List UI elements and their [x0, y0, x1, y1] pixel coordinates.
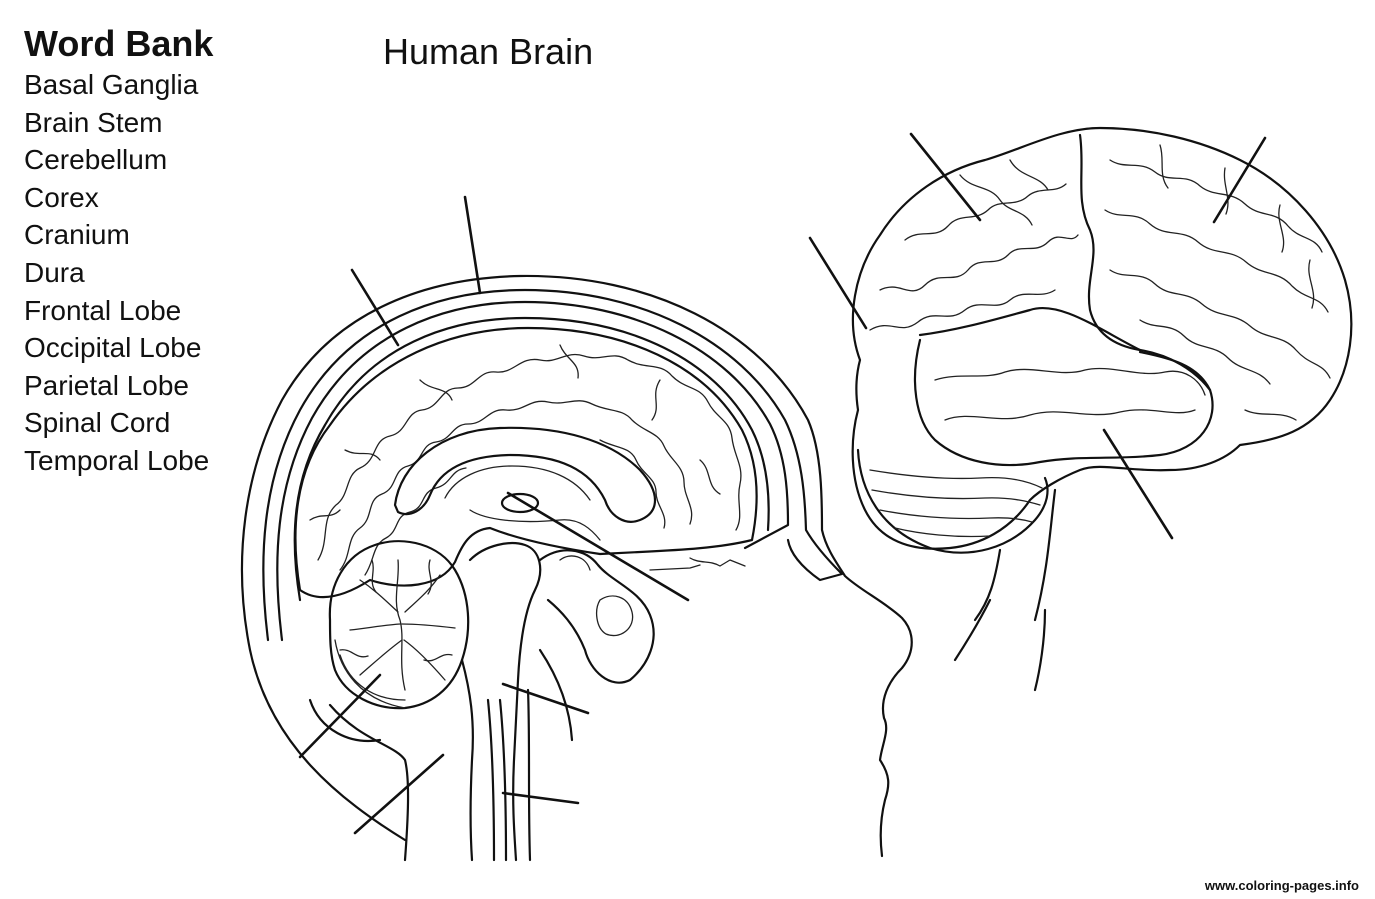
pointer-line: [463, 195, 482, 295]
pointer-line: [808, 236, 868, 330]
word-bank-item: Cranium: [24, 219, 130, 251]
word-bank-item: Occipital Lobe: [24, 332, 202, 364]
pointer-line: [501, 682, 590, 715]
basal-ganglia-region: [500, 492, 540, 514]
word-bank-item: Corex: [24, 181, 99, 213]
cranium-outer: [262, 288, 844, 642]
dura-line: [293, 316, 770, 602]
watermark: www.coloring-pages.info: [1204, 878, 1359, 893]
lateral-fissure: [918, 307, 1212, 392]
word-bank-title: Word Bank: [24, 23, 214, 64]
pointer-line: [1102, 428, 1174, 540]
word-bank-item: Temporal Lobe: [24, 444, 210, 476]
word-bank-item: Brain Stem: [24, 106, 163, 138]
cranium-inner: [276, 300, 790, 642]
head-outline: [240, 274, 913, 858]
pointer-line: [1212, 136, 1267, 224]
word-bank-item: Frontal Lobe: [24, 294, 182, 326]
word-bank-list: Basal Ganglia Brain Stem Cerebellum Core…: [24, 66, 213, 480]
pointer-line: [298, 673, 382, 759]
sagittal-head-section: [240, 274, 913, 862]
lateral-brain-stem: [973, 548, 1002, 622]
corpus-callosum: [393, 426, 656, 523]
word-bank-item: Basal Ganglia: [24, 69, 199, 100]
lateral-brain-outline: [851, 126, 1353, 550]
word-bank-item: Spinal Cord: [24, 407, 171, 439]
word-bank: Word Bank Basal Ganglia Brain Stem Cereb…: [24, 22, 213, 480]
cerebrum-outline: [294, 326, 758, 599]
neck-back: [328, 703, 410, 862]
pointer-line: [506, 491, 690, 602]
temporal-lobe: [913, 338, 1214, 467]
pointer-line: [909, 132, 982, 222]
diagram-title: Human Brain: [383, 31, 594, 72]
label-pointers: [298, 132, 1267, 835]
pointer-line: [353, 753, 445, 835]
word-bank-item: Cerebellum: [24, 144, 168, 176]
central-sulcus: [1078, 133, 1142, 352]
spinal-cord-front: [460, 658, 474, 862]
pointer-line: [501, 791, 580, 805]
word-bank-item: Dura: [24, 256, 85, 288]
brain-stem: [468, 542, 542, 862]
pointer-line: [350, 268, 400, 347]
lateral-cerebellum: [856, 448, 1049, 554]
word-bank-item: Parietal Lobe: [24, 369, 190, 401]
lateral-brain-view: [851, 126, 1353, 692]
cerebellum: [328, 540, 470, 710]
